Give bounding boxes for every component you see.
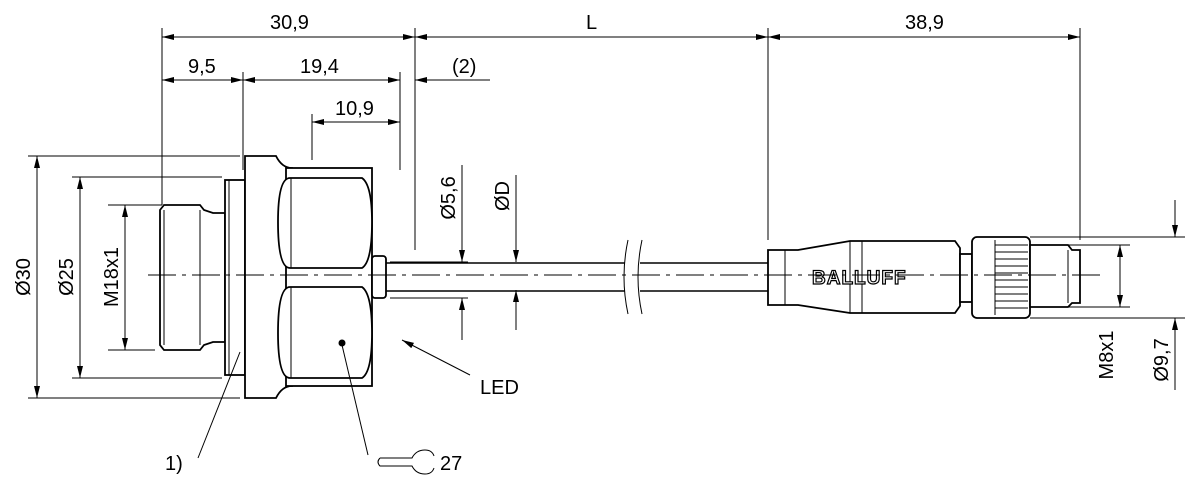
dimension-lines <box>34 34 1178 398</box>
dim-d30: Ø30 <box>13 258 35 296</box>
dim-L: L <box>586 12 597 34</box>
extension-lines <box>28 28 1185 399</box>
wrench-icon <box>377 449 435 475</box>
led-cap-upper <box>277 177 373 269</box>
dim-30-9: 30,9 <box>270 12 309 34</box>
dim-m8x1: M8x1 <box>1096 331 1118 380</box>
dim-9-5: 9,5 <box>188 56 216 78</box>
dim-m18x1: M18x1 <box>101 247 123 307</box>
cable <box>386 239 768 315</box>
note-1-label: 1) <box>165 453 183 475</box>
dim-19-4: 19,4 <box>300 56 339 78</box>
sensor-body <box>159 155 387 399</box>
dim-2: (2) <box>452 56 476 78</box>
wrench-size-label: 27 <box>440 453 462 475</box>
dim-d9-7: Ø9,7 <box>1151 338 1173 381</box>
led-dot <box>338 339 346 347</box>
dimension-labels: 30,9 L 38,9 9,5 19,4 (2) 10,9 Ø30 Ø25 M1… <box>13 12 1173 475</box>
dim-d25: Ø25 <box>56 258 78 296</box>
dim-38-9: 38,9 <box>905 12 944 34</box>
led-label: LED <box>480 377 519 399</box>
led-cap-lower <box>277 286 373 379</box>
cable-break-mark <box>623 239 643 315</box>
dim-dD: ØD <box>492 181 514 211</box>
m8-connector: BALLUFF <box>767 236 1081 319</box>
dim-d5-6: Ø5,6 <box>438 176 460 219</box>
balluff-logo: BALLUFF <box>812 268 907 289</box>
cable-gland <box>371 255 387 299</box>
dim-10-9: 10,9 <box>335 98 374 120</box>
leaders <box>197 339 471 475</box>
knurled-nut <box>971 236 1031 319</box>
